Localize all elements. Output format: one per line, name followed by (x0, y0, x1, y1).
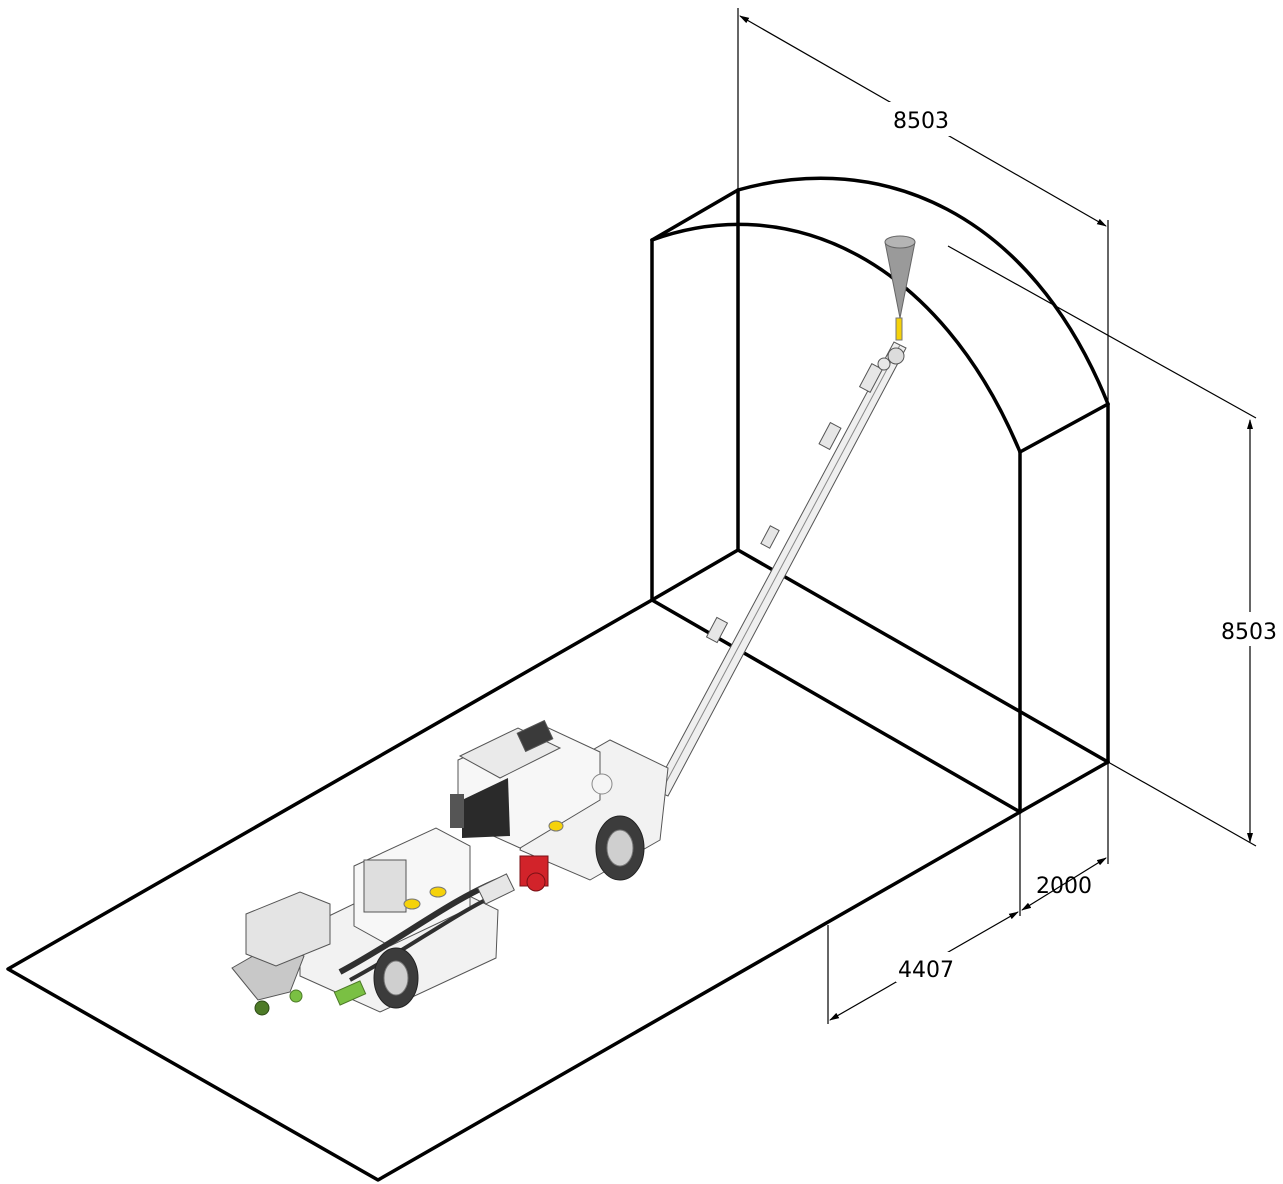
dim-label-right: 8503 (1221, 620, 1277, 645)
dim-label-top: 8503 (893, 109, 949, 134)
dimensions: 8503 8503 2000 4407 (737, 8, 1282, 1024)
floor-outline (6, 598, 1022, 1182)
back-arch (736, 176, 1110, 406)
tunnel-outline (6, 176, 1110, 1182)
floor-right-edge (1018, 760, 1110, 814)
dim-label-4407: 4407 (898, 958, 954, 983)
floor-back-edge (736, 548, 1110, 764)
spray-cone (884, 241, 916, 319)
floor-left-link (650, 548, 740, 602)
pump-unit (231, 827, 515, 1016)
dim-label-2000: 2000 (1036, 874, 1092, 899)
dim-line-2000 (1021, 857, 1107, 911)
top-left-link (650, 188, 740, 242)
shotcrete-machine (231, 235, 916, 1016)
cab-unit (450, 719, 669, 892)
top-right-link (1018, 402, 1110, 454)
front-arch (650, 222, 1022, 454)
boom (653, 235, 916, 797)
